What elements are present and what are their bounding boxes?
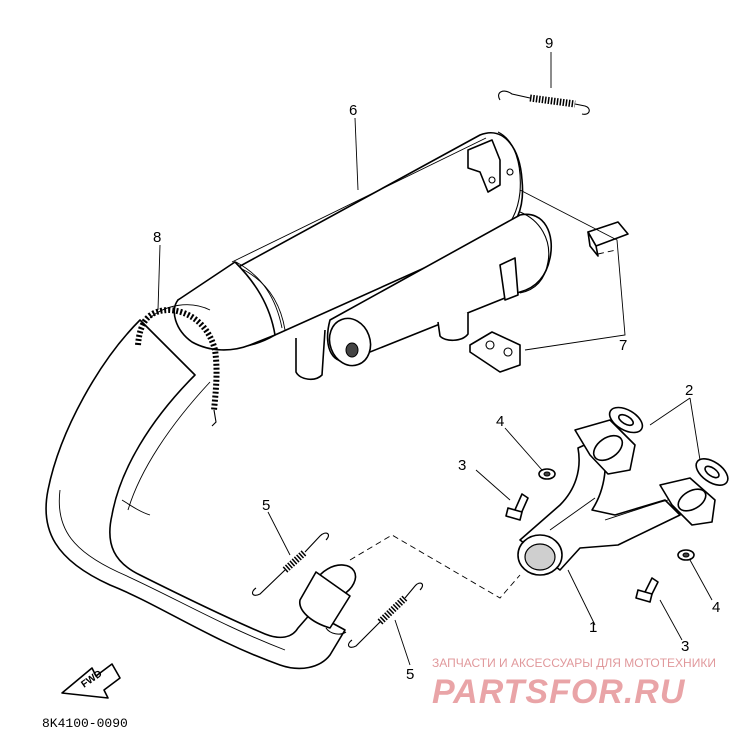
- wire-band: [135, 306, 220, 427]
- bolt-3a: [505, 493, 529, 521]
- assembly-lines: [349, 249, 617, 599]
- callout-7: 7: [619, 337, 627, 354]
- damper-pad: [587, 221, 629, 257]
- callout-4b: 4: [712, 599, 720, 616]
- bolt-3b: [635, 577, 659, 603]
- gasket-2a: [608, 406, 644, 434]
- callout-2: 2: [685, 382, 693, 399]
- spring-5a: [251, 532, 329, 596]
- callout-4a: 4: [496, 413, 504, 430]
- callout-1: 1: [589, 619, 597, 636]
- fwd-arrow-icon: FWD: [61, 663, 121, 699]
- leader-lines: [157, 52, 713, 666]
- washer-4b: [677, 549, 695, 561]
- callout-9: 9: [545, 35, 553, 52]
- washer-4a: [538, 468, 556, 480]
- callout-5b: 5: [406, 666, 414, 683]
- watermark-tagline: ЗАПЧАСТИ И АКСЕССУАРЫ ДЛЯ МОТОТЕХНИКИ: [432, 656, 716, 670]
- y-pipe: [517, 419, 716, 576]
- reference-code: 8K4100-0090: [42, 716, 128, 731]
- callout-8: 8: [153, 229, 161, 246]
- callout-3b: 3: [681, 638, 689, 655]
- callout-6: 6: [349, 102, 357, 119]
- pipe-outlet: [299, 564, 357, 635]
- muffler: [149, 131, 552, 381]
- callout-3a: 3: [458, 457, 466, 474]
- watermark: ЗАПЧАСТИ И АКСЕССУАРЫ ДЛЯ МОТОТЕХНИКИ PA…: [432, 656, 716, 711]
- exhaust-pipe: [45, 319, 346, 670]
- spring-9: [498, 90, 590, 115]
- spring-5b: [347, 582, 424, 648]
- callout-5a: 5: [262, 497, 270, 514]
- watermark-brand: PARTSFOR.RU: [432, 673, 686, 711]
- gasket-2b: [695, 458, 729, 486]
